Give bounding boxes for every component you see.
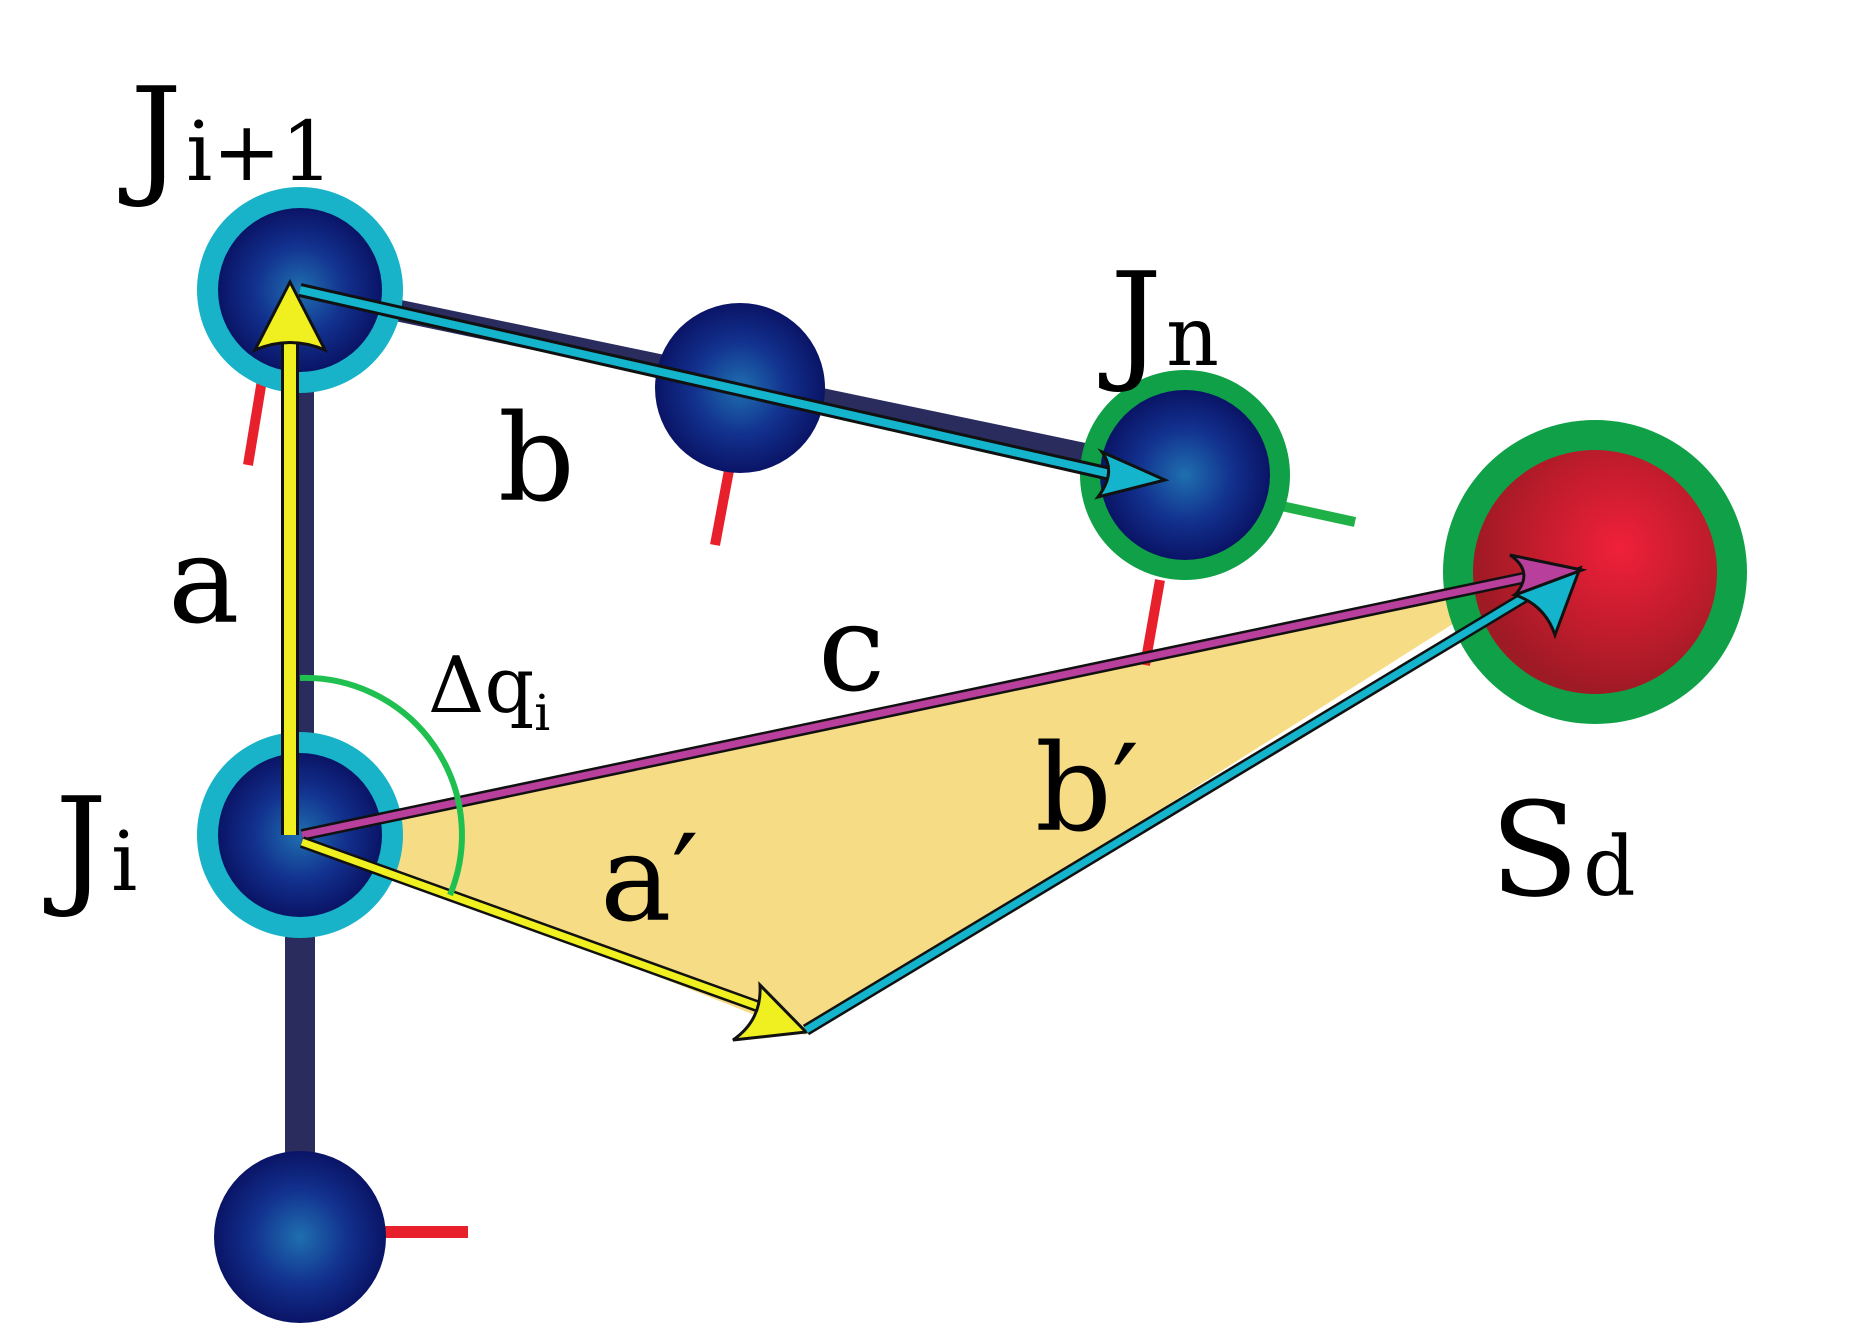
vector-a-head	[251, 278, 329, 354]
vector-b-head	[1094, 448, 1170, 500]
label-angle: Δqi	[428, 641, 550, 742]
joint-base	[214, 1151, 386, 1323]
vector-b-core	[299, 286, 1129, 482]
label-vector-a: a	[168, 512, 240, 651]
joint-i	[218, 753, 382, 917]
joint-n	[1100, 390, 1270, 560]
label-vector-b: b	[498, 390, 575, 529]
vector-a-prime-head	[732, 981, 810, 1042]
label-j-next: Ji+1	[119, 59, 333, 211]
label-s-d: Sd	[1490, 774, 1636, 926]
axis-tick-next	[243, 379, 267, 466]
label-vector-b-prime: b′	[1035, 720, 1139, 859]
vector-b-prime-core	[804, 592, 1530, 1033]
target-sphere	[1473, 450, 1717, 694]
vector-c-core	[301, 573, 1529, 839]
vector-a-prime-core	[300, 838, 770, 1014]
label-vector-a-prime: a′	[600, 810, 699, 949]
vector-c-head	[1509, 553, 1588, 597]
rotation-triangle	[302, 575, 1530, 1035]
label-j-n: Jn	[1099, 244, 1219, 396]
angle-arc	[299, 674, 465, 897]
label-vector-c: c	[818, 580, 885, 719]
axis-tick-n-red	[1140, 579, 1165, 666]
axis-tick-mid	[710, 464, 735, 546]
label-j-i: Ji	[44, 769, 137, 921]
